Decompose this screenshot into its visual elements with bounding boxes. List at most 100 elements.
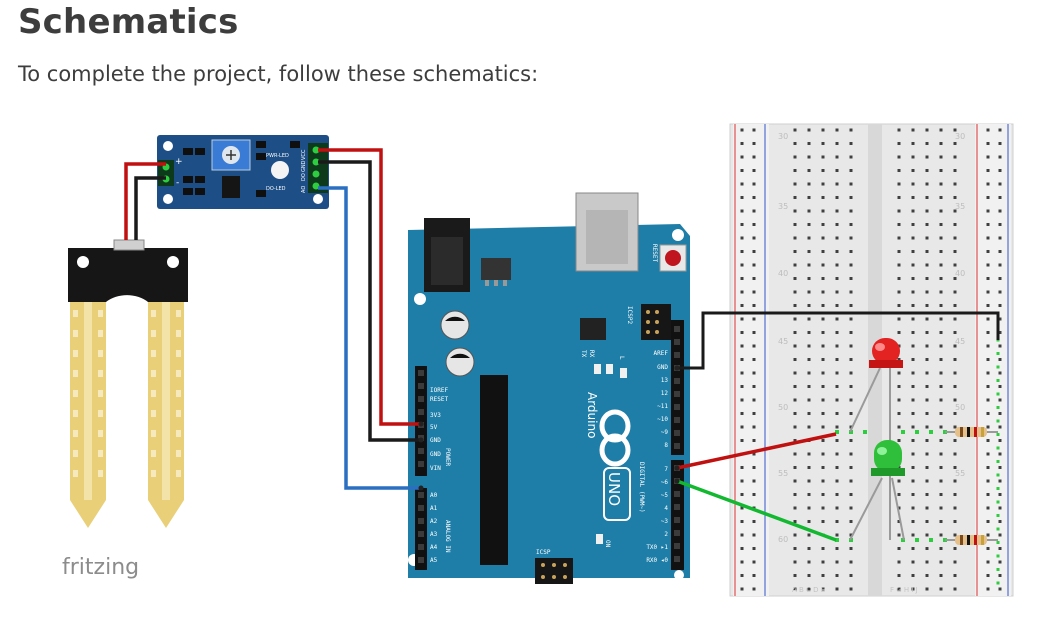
breadboard-hole xyxy=(953,398,957,402)
breadboard-hole xyxy=(953,317,957,321)
breadboard-hole xyxy=(752,263,756,267)
pin-vcc-label: VCC xyxy=(301,149,307,160)
breadboard-hole xyxy=(835,560,839,564)
digital-header-label: ~9 xyxy=(661,429,669,436)
breadboard-hole xyxy=(807,209,811,213)
breadboard-hole xyxy=(740,142,744,145)
pin6-wire-green xyxy=(676,479,837,542)
breadboard-hole xyxy=(925,452,929,456)
breadboard-hole xyxy=(986,452,990,456)
breadboard-row-numbers: 30 35 40 45 50 55 60 30 35 40 45 50 55 6… xyxy=(778,132,965,544)
breadboard-hole xyxy=(835,547,839,550)
breadboard-hole xyxy=(807,520,811,523)
breadboard-hole xyxy=(793,439,797,442)
digital-header-label: ~11 xyxy=(657,403,668,410)
breadboard-hole xyxy=(911,506,915,510)
rx-label: RX xyxy=(588,350,595,358)
breadboard-hole-active xyxy=(835,538,839,542)
breadboard-hole xyxy=(835,425,839,429)
breadboard-hole xyxy=(807,142,811,145)
breadboard-hole xyxy=(911,385,915,388)
gnd-wire-black xyxy=(318,160,421,442)
breadboard-hole xyxy=(752,371,756,375)
digital-header-label: GND xyxy=(657,364,668,371)
breadboard-hole xyxy=(939,236,943,240)
breadboard-hole xyxy=(925,317,929,321)
breadboard-hole xyxy=(807,385,811,388)
breadboard-hole xyxy=(911,466,915,469)
breadboard-hole xyxy=(752,560,756,564)
breadboard-hole xyxy=(849,236,853,240)
breadboard-hole xyxy=(939,263,943,267)
breadboard-hole xyxy=(998,466,1002,469)
breadboard-hole xyxy=(807,344,811,348)
breadboard-hole xyxy=(807,398,811,402)
breadboard-hole xyxy=(740,506,744,510)
breadboard-hole xyxy=(897,290,901,294)
breadboard-hole xyxy=(752,331,756,334)
breadboard-hole xyxy=(793,331,797,334)
gnd-rail-wire-black xyxy=(677,311,1000,370)
analog-in-label: ANALOG IN xyxy=(444,520,451,553)
breadboard-hole xyxy=(793,371,797,375)
breadboard-hole-active xyxy=(996,433,1000,436)
breadboard-hole xyxy=(752,479,756,483)
breadboard-hole xyxy=(793,587,797,591)
row-number: 50 xyxy=(955,403,965,412)
breadboard-hole xyxy=(835,506,839,510)
breadboard-hole xyxy=(821,547,825,550)
breadboard-hole xyxy=(740,479,744,483)
breadboard-hole xyxy=(953,466,957,469)
breadboard-hole xyxy=(939,223,943,226)
breadboard-hole xyxy=(835,155,839,159)
breadboard-hole xyxy=(998,385,1002,388)
breadboard-hole xyxy=(793,236,797,240)
breadboard-hole xyxy=(939,412,943,415)
breadboard-hole xyxy=(939,331,943,334)
breadboard-hole xyxy=(740,331,744,334)
breadboard-hole xyxy=(835,398,839,402)
digital-pin-label: ~6 xyxy=(661,479,669,486)
breadboard-hole xyxy=(953,371,957,375)
breadboard-hole xyxy=(849,358,853,361)
breadboard-hole xyxy=(998,547,1002,550)
digital-header-label: ~10 xyxy=(657,416,668,423)
breadboard-hole xyxy=(986,277,990,280)
breadboard-hole xyxy=(807,304,811,307)
breadboard-hole xyxy=(986,560,990,564)
breadboard-hole xyxy=(939,533,943,537)
breadboard-hole xyxy=(821,412,825,415)
breadboard-hole xyxy=(821,520,825,523)
breadboard-hole xyxy=(793,209,797,213)
breadboard-hole xyxy=(835,344,839,348)
breadboard-hole xyxy=(897,250,901,253)
breadboard-hole xyxy=(986,371,990,375)
breadboard-hole xyxy=(953,304,957,307)
breadboard-hole xyxy=(807,277,811,280)
breadboard-hole xyxy=(939,155,943,159)
breadboard-hole xyxy=(740,493,744,496)
breadboard-hole xyxy=(911,209,915,213)
breadboard-hole xyxy=(897,236,901,240)
breadboard-hole xyxy=(793,574,797,577)
breadboard-hole xyxy=(911,412,915,415)
breadboard-hole xyxy=(821,587,825,591)
breadboard-hole xyxy=(835,439,839,442)
breadboard-hole xyxy=(821,331,825,334)
breadboard-hole xyxy=(986,520,990,523)
row-number: 45 xyxy=(955,337,965,346)
breadboard-hole xyxy=(925,250,929,253)
digital-pin-label: TX0 ▸1 xyxy=(646,544,668,551)
breadboard-hole xyxy=(911,263,915,267)
breadboard-hole xyxy=(821,479,825,483)
page-title: Schematics xyxy=(18,2,239,42)
analog-pin-label: A4 xyxy=(430,544,438,551)
breadboard-hole xyxy=(740,466,744,469)
breadboard-hole xyxy=(807,425,811,429)
l-label: L xyxy=(618,356,625,360)
pin-gnd-label: GND xyxy=(301,160,307,172)
breadboard-hole xyxy=(953,574,957,577)
uno-label: UNO xyxy=(605,472,623,506)
breadboard-hole xyxy=(986,169,990,172)
breadboard-hole xyxy=(998,371,1002,375)
